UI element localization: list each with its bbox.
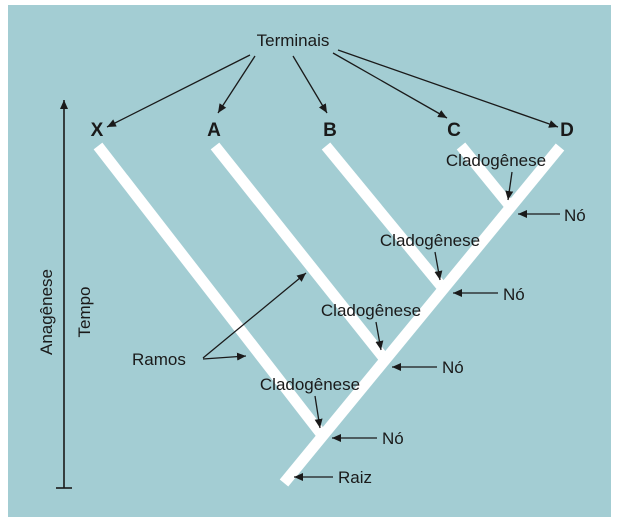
raiz-label: Raiz (338, 468, 372, 487)
branch-b (321, 142, 447, 291)
ramos-label: Ramos (132, 350, 186, 369)
ramos-arrows (202, 272, 307, 361)
terminal-a: A (207, 120, 221, 141)
terminal-b: B (323, 120, 337, 141)
tree-branches (93, 142, 565, 487)
no-arrows (332, 210, 560, 442)
branch-x (93, 142, 327, 439)
branch-c (456, 142, 515, 210)
terminais-label: Terminais (257, 31, 330, 50)
no-label-4: Nó (382, 429, 404, 448)
anagenese-label: Anagênese (37, 269, 56, 355)
terminal-d: D (560, 120, 574, 141)
cladogenese-label-4: Cladogênese (260, 375, 360, 394)
cladogenese-label-2: Cladogênese (380, 231, 480, 250)
branch-a (210, 142, 388, 361)
terminal-x: X (91, 120, 104, 141)
terminal-c: C (447, 120, 461, 141)
trunk-to-d (279, 143, 565, 487)
no-label-2: Nó (503, 285, 525, 304)
no-label-3: Nó (442, 358, 464, 377)
no-label-1: Nó (564, 206, 586, 225)
cladogenese-label-1: Cladogênese (446, 151, 546, 170)
cladogenese-arrows (314, 171, 514, 429)
terminais-arrows (106, 49, 559, 128)
cladogenese-label-3: Cladogênese (321, 301, 421, 320)
tempo-label: Tempo (75, 286, 94, 337)
